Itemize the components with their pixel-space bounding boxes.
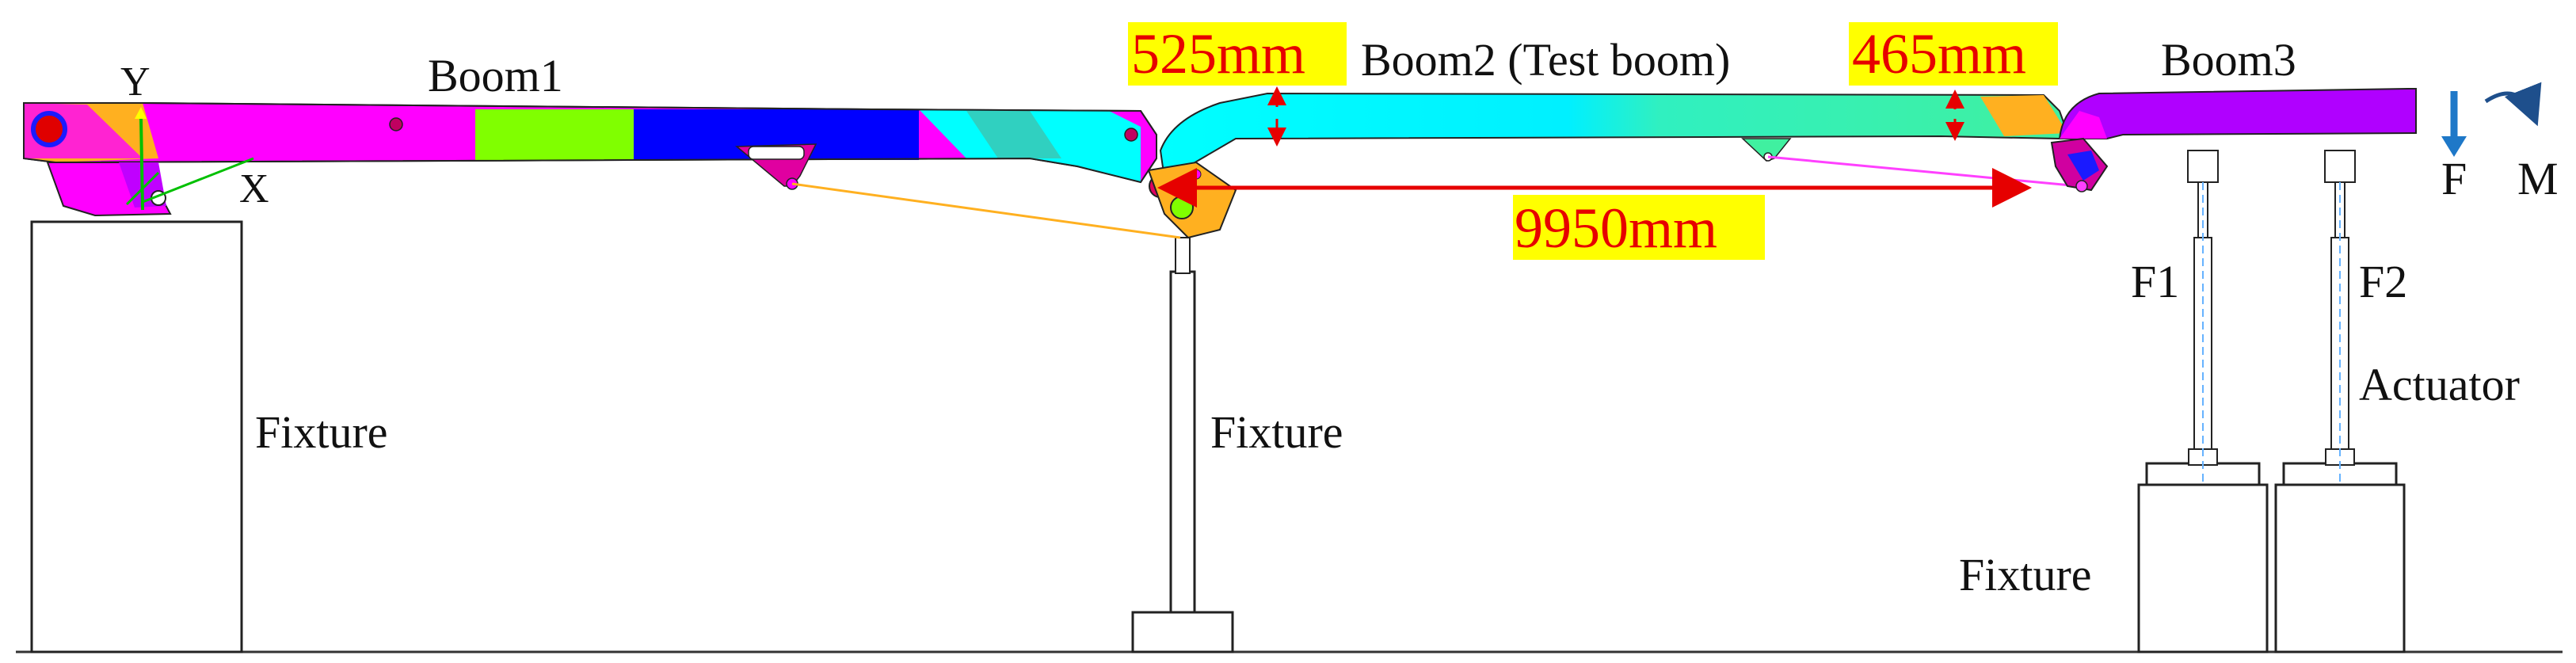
label-fixture-left: Fixture bbox=[255, 406, 388, 458]
coordinate-axes bbox=[125, 107, 254, 211]
moment-arrow bbox=[2484, 82, 2542, 127]
label-moment: M bbox=[2517, 153, 2559, 204]
dimension-height-rear: 465mm bbox=[1852, 22, 2026, 86]
dimension-span-length: 9950mm bbox=[1515, 196, 1717, 260]
fixture-right bbox=[2137, 462, 2406, 653]
boom1-cylinder-rod bbox=[791, 182, 1181, 239]
label-boom1: Boom1 bbox=[428, 50, 563, 101]
dimension-span-highlight bbox=[1513, 195, 1765, 260]
label-boom3: Boom3 bbox=[2161, 34, 2296, 86]
label-axis-y: Y bbox=[120, 59, 151, 105]
label-boom2: Boom2 (Test boom) bbox=[1361, 34, 1730, 86]
label-force: F bbox=[2441, 153, 2467, 204]
label-fixture-middle: Fixture bbox=[1210, 406, 1343, 458]
label-fixture-right: Fixture bbox=[1959, 549, 2092, 600]
fixture-left bbox=[30, 220, 243, 653]
force-arrowhead bbox=[2441, 136, 2467, 157]
boom2-cylinder-rod bbox=[1767, 155, 2080, 188]
fixture-middle bbox=[1131, 237, 1234, 653]
dimension-height-front-highlight bbox=[1128, 22, 1347, 86]
actuator-f2 bbox=[2324, 150, 2356, 483]
dimension-height-front: 525mm bbox=[1131, 22, 1305, 86]
label-f1: F1 bbox=[2131, 256, 2179, 307]
actuator-f1 bbox=[2187, 150, 2219, 483]
label-actuator: Actuator bbox=[2359, 359, 2520, 410]
boom3 bbox=[2050, 88, 2417, 192]
label-f2: F2 bbox=[2359, 256, 2407, 307]
boom1 bbox=[23, 102, 1157, 217]
label-axis-x: X bbox=[239, 166, 269, 211]
dimension-height-rear-highlight bbox=[1849, 22, 2058, 86]
